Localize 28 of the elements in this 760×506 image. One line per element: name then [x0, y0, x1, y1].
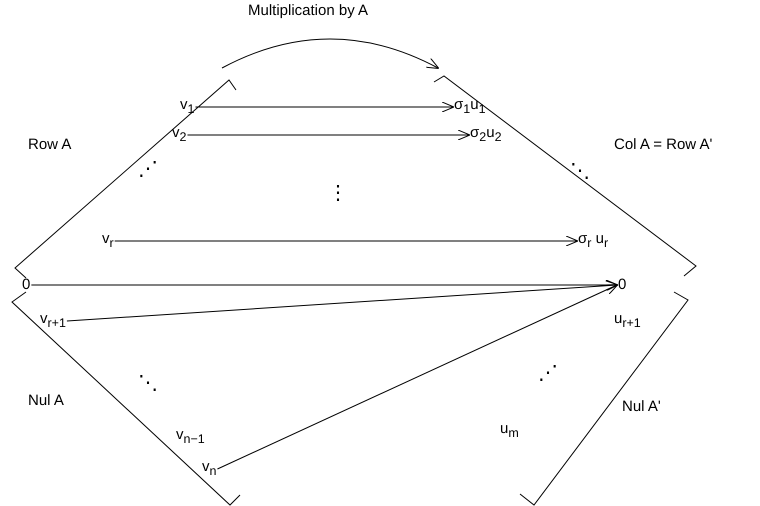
subspace-label: Col A = Row A': [614, 136, 712, 154]
ellipsis: ⋱: [570, 160, 590, 182]
vector-label: 0: [618, 276, 626, 294]
arrow-label: Multiplication by A: [248, 2, 368, 20]
subspace-label: Nul A: [28, 392, 64, 410]
vector-label: 0: [22, 276, 30, 294]
vector-label: v$_{n−1}$: [176, 426, 205, 448]
ellipsis: ⋰: [138, 158, 158, 180]
arrow: [66, 280, 618, 322]
ellipsis: ⋱: [138, 372, 158, 394]
subspace-label: Nul A': [622, 398, 661, 416]
ellipsis: ⋮: [328, 182, 348, 204]
vector-label: v$_{r+1}$: [40, 310, 66, 332]
vector-label: σ$_{1}$u$_{1}$: [454, 96, 486, 118]
vector-label: v$_{n}$: [202, 458, 216, 480]
arrow: [216, 284, 618, 470]
ellipsis: ⋰: [538, 362, 558, 384]
vector-label: u$_{m}$: [500, 420, 519, 442]
arrow: [194, 102, 454, 112]
vector-label: v$_{r}$: [102, 230, 114, 252]
arrow: [114, 236, 578, 246]
vector-label: σ$_{r}$ u$_{r}$: [578, 230, 608, 252]
arrow: [186, 130, 470, 140]
vector-label: v$_{2}$: [172, 124, 186, 146]
subspace-label: Row A: [28, 136, 72, 154]
vector-label: u$_{r+1}$: [614, 310, 641, 332]
vector-label: v$_{1}$: [180, 96, 194, 118]
vector-label: σ$_{2}$u$_{2}$: [470, 124, 502, 146]
